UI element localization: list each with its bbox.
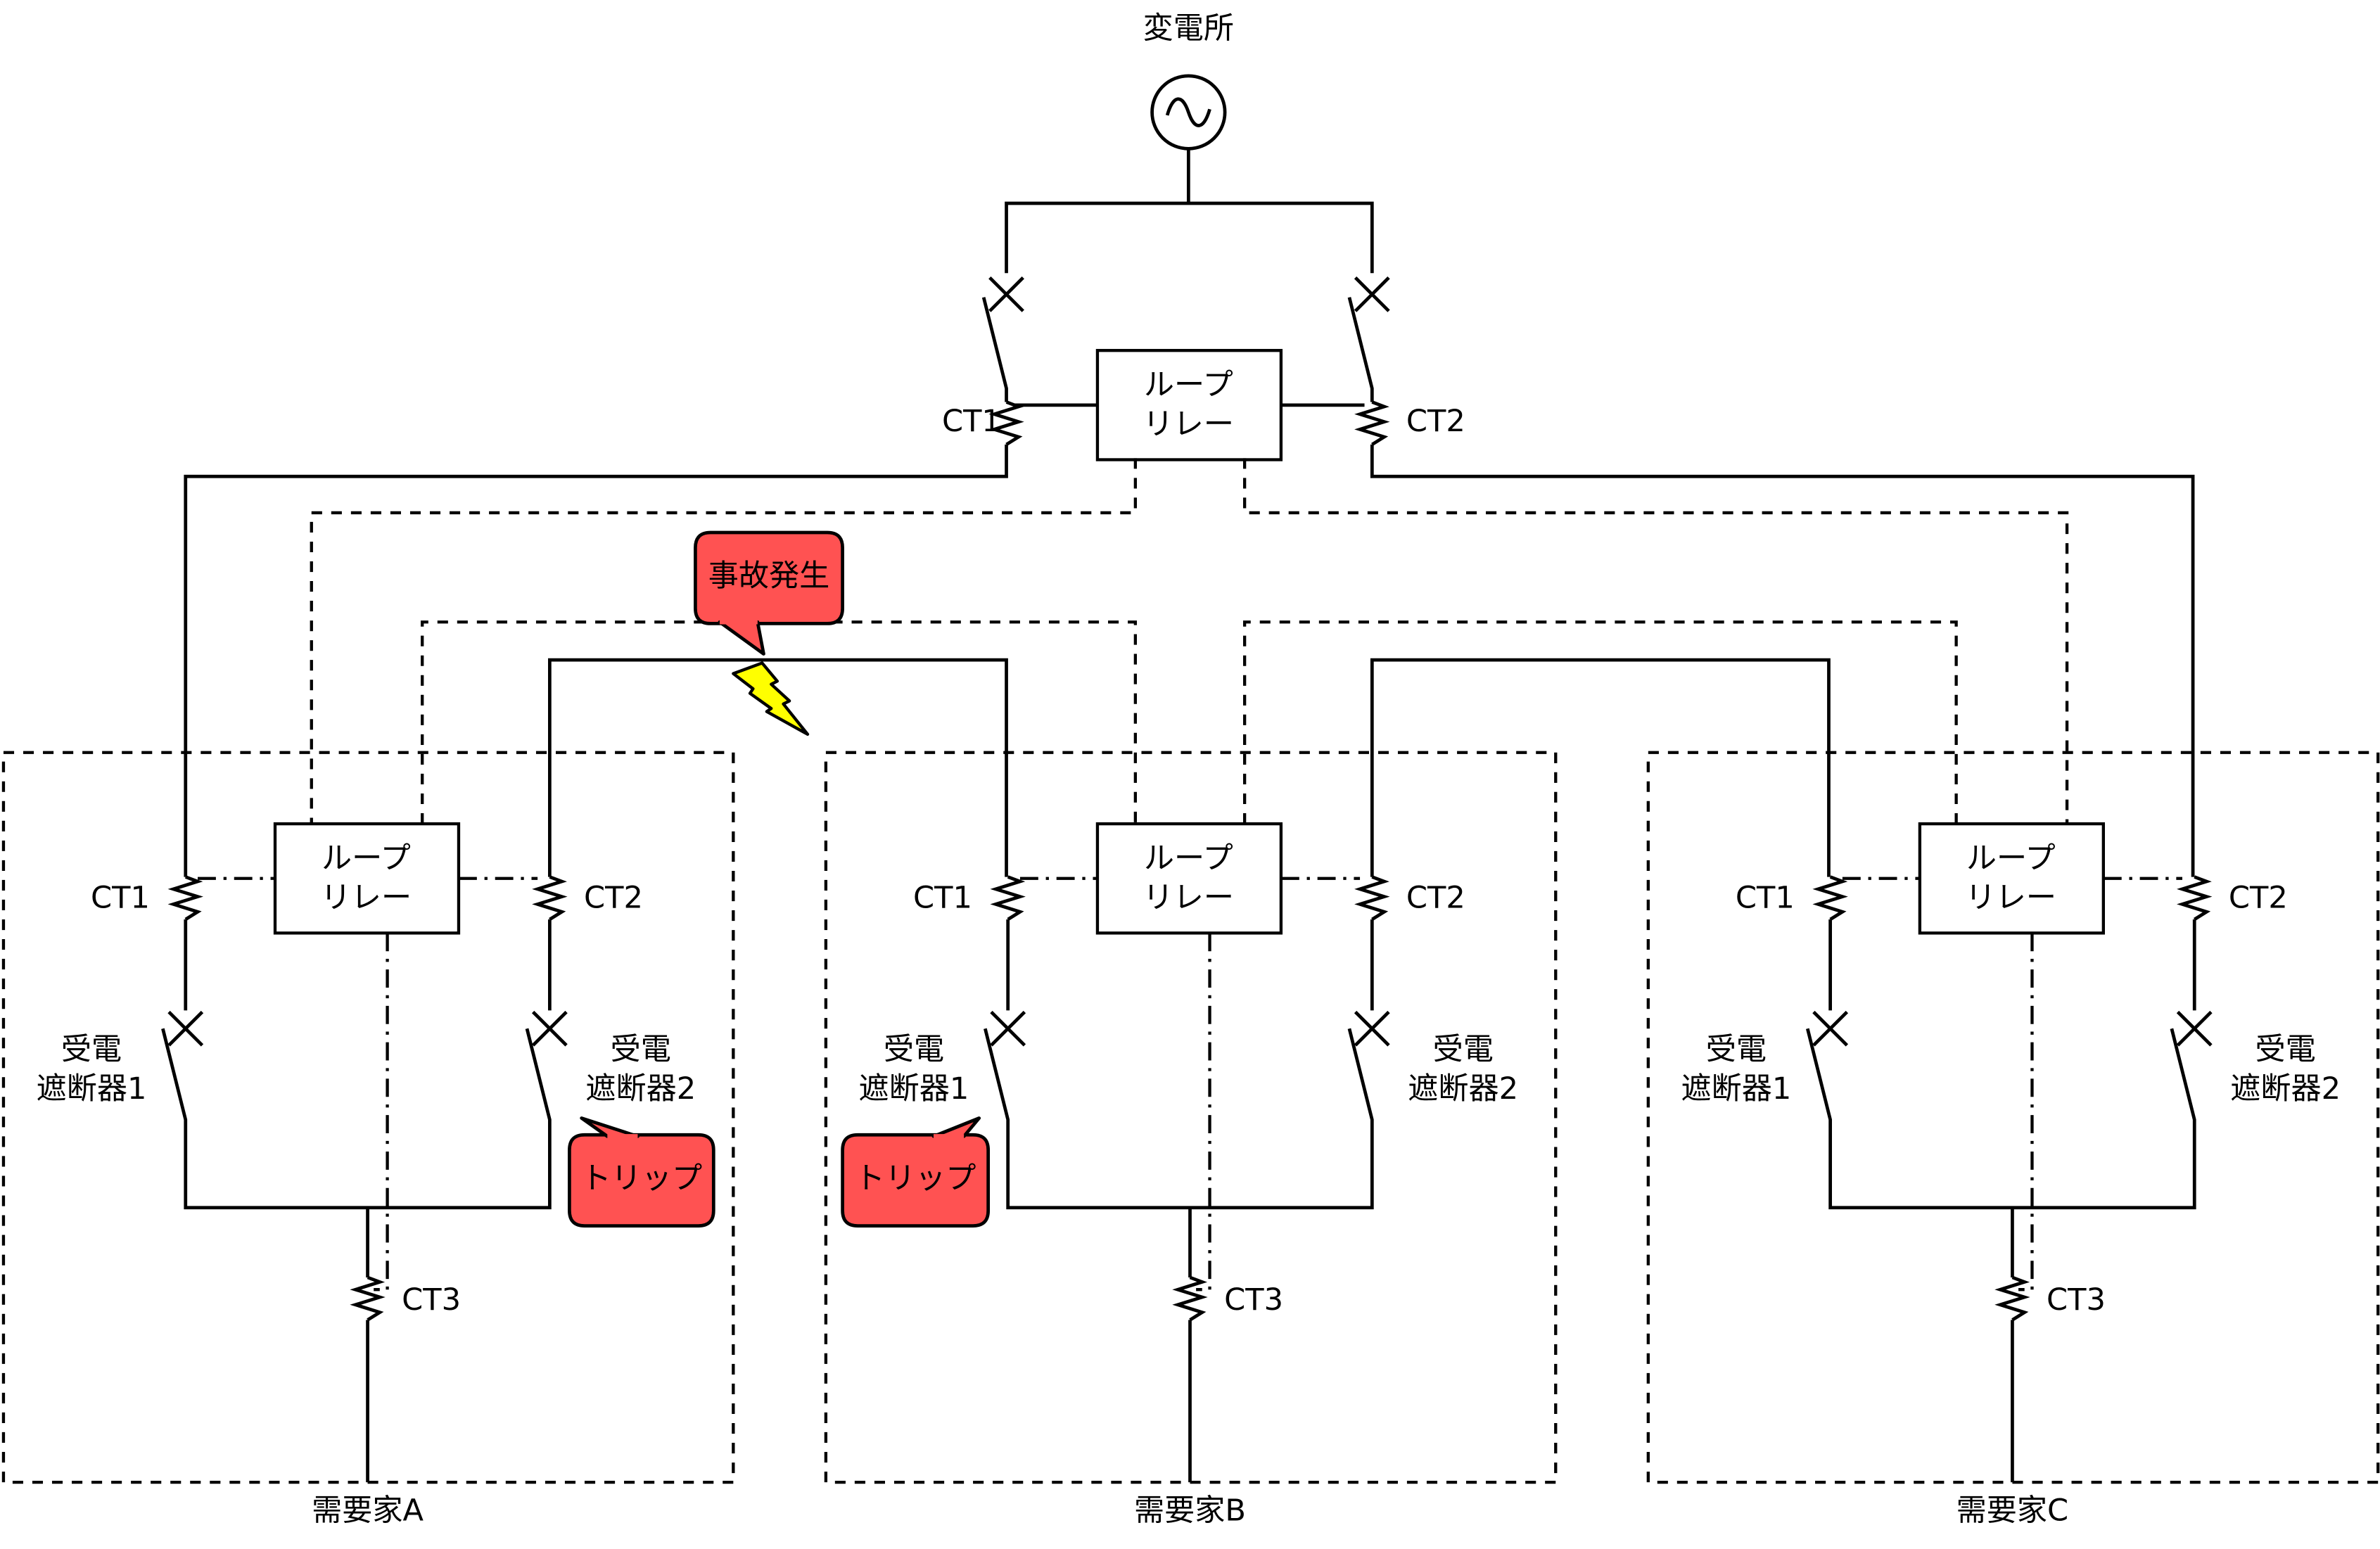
line-a-to-b <box>547 658 1008 877</box>
feeder-to-customer-a <box>184 444 1008 877</box>
breaker2-label-line1: 受電 <box>611 1032 671 1067</box>
ct2-label: CT2 <box>2229 880 2288 915</box>
customer-label: 需要家B <box>1134 1493 1246 1529</box>
breaker1-label-line1: 受電 <box>61 1032 122 1067</box>
ct3-signal <box>1196 933 1211 1292</box>
relay-label-line2: リレー <box>1143 407 1234 442</box>
relay-label-line1: ループ <box>1144 841 1233 876</box>
breaker1-label-line2: 遮断器1 <box>37 1071 147 1107</box>
ct3-signal <box>2018 933 2034 1292</box>
signal-top-to-a <box>310 458 1138 824</box>
ct3 <box>1172 1275 1208 1322</box>
substation-breaker-1 <box>981 297 1008 402</box>
receiving-breakers <box>1805 1028 2196 1210</box>
breaker1-label-line1: 受電 <box>884 1032 944 1067</box>
callout-bubble <box>841 1133 991 1228</box>
callout-text: トリップ <box>855 1161 976 1196</box>
ct2 <box>2177 875 2213 921</box>
ct1-label: CT1 <box>913 880 972 915</box>
relay-label-line2: リレー <box>321 880 412 915</box>
relay-label-line2: リレー <box>1966 880 2056 915</box>
ct2-top <box>1354 400 1390 446</box>
ct1 <box>990 875 1026 921</box>
fault-callout: 事故発生 <box>694 530 844 656</box>
breaker-x-mark-icon <box>1354 1010 1390 1047</box>
line-b-to-c <box>1370 658 1831 877</box>
ct2-label: CT2 <box>584 880 643 915</box>
breaker2-label-line2: 遮断器2 <box>585 1071 696 1107</box>
callout-text: トリップ <box>581 1161 703 1196</box>
breaker-x-mark-icon <box>2176 1010 2213 1047</box>
ct1-top-label: CT1 <box>942 404 1001 439</box>
relay-box <box>1095 822 1283 935</box>
callout-bubble <box>694 530 844 625</box>
ct3 <box>1994 1275 2030 1322</box>
relay-label-line1: ループ <box>1144 367 1233 402</box>
lightning-fault-icon <box>732 661 810 737</box>
signal-a-to-b <box>421 620 1138 824</box>
ct3-signal <box>374 933 389 1292</box>
signal-top-to-c <box>1242 458 2069 824</box>
customer-label: 需要家A <box>312 1493 424 1529</box>
breaker-x-mark-icon <box>1354 276 1390 312</box>
receiving-breakers <box>984 1028 1374 1210</box>
substation-breaker-2 <box>1347 297 1374 402</box>
relay-label-line1: ループ <box>322 841 411 876</box>
relay-box <box>1918 822 2105 935</box>
ct1 <box>1812 875 1848 921</box>
customer-label: 需要家C <box>1956 1493 2068 1529</box>
callout-tail <box>718 620 765 656</box>
breaker1-label-line1: 受電 <box>1706 1032 1767 1067</box>
ct1-label: CT1 <box>1736 880 1795 915</box>
trip-callout-b: トリップ <box>841 1116 991 1228</box>
breaker-x-mark-icon <box>167 1010 204 1047</box>
ct1 <box>167 875 203 921</box>
ct3 <box>350 1275 386 1322</box>
ct1-label: CT1 <box>91 880 150 915</box>
ct2-label: CT2 <box>1406 880 1465 915</box>
ct2 <box>532 875 568 921</box>
ct2-top-label: CT2 <box>1406 404 1465 439</box>
breaker-x-mark-icon <box>531 1010 568 1047</box>
breaker-x-mark-icon <box>990 1010 1026 1047</box>
breaker2-label-line2: 遮断器2 <box>1408 1071 1518 1107</box>
signal-b-to-c <box>1242 620 1958 824</box>
callout-text: 事故発生 <box>708 559 830 594</box>
breaker1-label-line2: 遮断器1 <box>1681 1071 1792 1107</box>
callout-bubble <box>568 1133 715 1228</box>
ct3-label: CT3 <box>1224 1282 1283 1318</box>
relay-box <box>1095 349 1283 461</box>
breaker2-label-line1: 受電 <box>2255 1032 2316 1067</box>
breaker1-label-line2: 遮断器1 <box>859 1071 969 1107</box>
receiving-breakers <box>161 1028 552 1210</box>
ct2 <box>1354 875 1390 921</box>
breaker-x-mark-icon <box>988 276 1024 312</box>
relay-label-line2: リレー <box>1143 880 1234 915</box>
feeder-to-customer-c <box>1370 444 2195 877</box>
breaker2-label-line2: 遮断器2 <box>2230 1071 2341 1107</box>
ct3-label: CT3 <box>2047 1282 2106 1318</box>
relay-box <box>273 822 461 935</box>
breaker2-label-line1: 受電 <box>1433 1032 1494 1067</box>
breaker-x-mark-icon <box>1812 1010 1849 1047</box>
relay-label-line1: ループ <box>1966 841 2056 876</box>
trip-callout-a: トリップ <box>568 1116 715 1228</box>
sine-wave-icon <box>1165 97 1211 127</box>
substation-label: 変電所 <box>1143 11 1234 46</box>
feeder-bus <box>1005 201 1374 274</box>
ct3-label: CT3 <box>402 1282 461 1318</box>
